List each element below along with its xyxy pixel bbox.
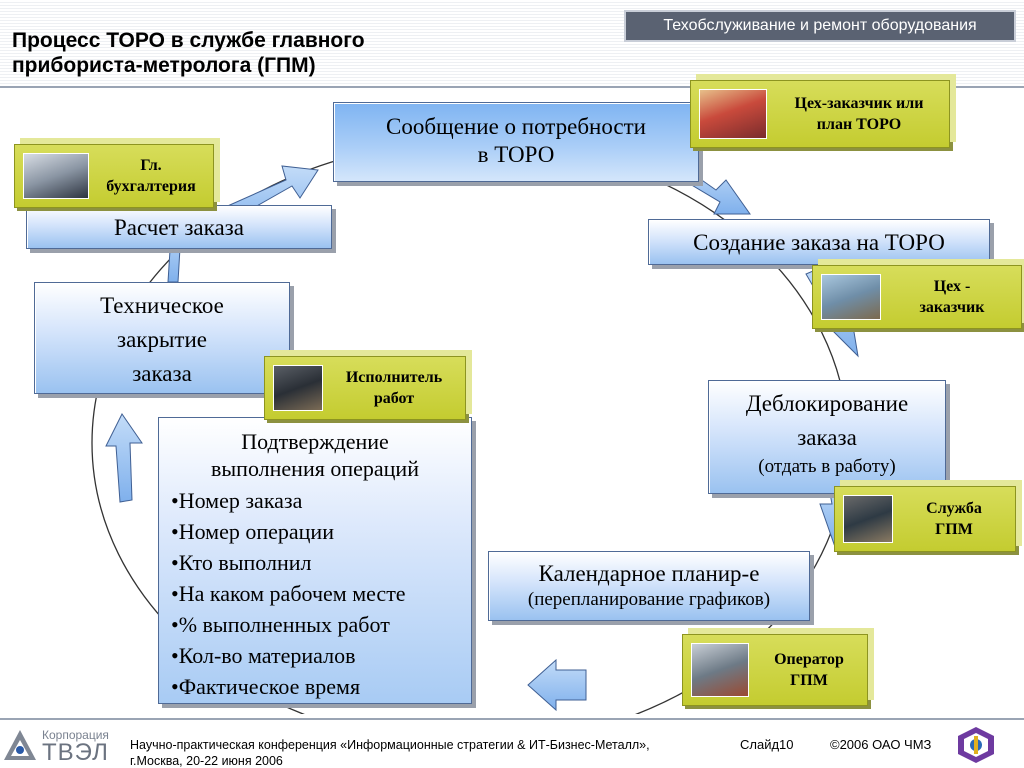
conference-line1: Научно-практическая конференция «Информа… <box>130 738 650 752</box>
list-item: На каком рабочем месте <box>171 578 471 609</box>
role-gpm-service-line1: Служба <box>926 500 982 517</box>
list-item: Номер заказа <box>171 485 471 516</box>
role-work-executor[interactable]: Исполнитель работ <box>264 356 466 420</box>
slide-title-line2: прибориста-метролога (ГПМ) <box>12 54 316 77</box>
list-item: Кол-во материалов <box>171 640 471 671</box>
list-item: Номер операции <box>171 516 471 547</box>
role-workshop-customer[interactable]: Цех - заказчик <box>812 265 1022 329</box>
process-order-calculation[interactable]: Расчет заказа <box>26 205 332 249</box>
slide-title: Процесс ТОРО в службе главного приборист… <box>12 28 572 78</box>
logo-caption: Корпорация <box>42 728 109 742</box>
arrow-planning-to-confirm <box>527 658 587 712</box>
role-gpm-operator-text: Оператор ГПМ <box>755 635 863 705</box>
unlock-line2: заказа <box>797 425 857 450</box>
create-order-label: Создание заказа на ТОРО <box>693 230 945 255</box>
copyright: ©2006 ОАО ЧМЗ <box>830 737 932 752</box>
operator-photo-icon <box>691 643 749 697</box>
role-gpm-operator[interactable]: Оператор ГПМ <box>682 634 868 706</box>
unlock-line1: Деблокирование <box>745 391 909 416</box>
role-customer-line1: Цех-заказчик или <box>794 95 924 112</box>
tech-close-line1: Техническое <box>100 293 224 318</box>
list-item: % выполненных работ <box>171 609 471 640</box>
confirm-heading-line1: Подтверждение <box>241 429 389 454</box>
role-gpm-operator-line1: Оператор <box>774 651 844 668</box>
arrow-confirm-to-close <box>105 413 143 503</box>
role-workshop-line2: заказчик <box>919 299 985 316</box>
role-executor-line2: работ <box>373 390 415 407</box>
worker-photo-icon <box>699 89 767 139</box>
conference-info: Научно-практическая конференция «Информа… <box>130 737 730 768</box>
tech-close-line2: закрытие <box>117 327 207 352</box>
gpm-service-photo-icon <box>843 495 893 543</box>
process-need-message[interactable]: Сообщение о потребности в ТОРО <box>333 102 699 182</box>
role-gpm-service-text: Служба ГПМ <box>897 487 1011 551</box>
role-executor-line1: Исполнитель <box>345 369 443 386</box>
footer: Корпорация ТВЭЛ Научно-практическая конф… <box>0 720 1024 768</box>
list-item: Фактическое время <box>171 671 471 702</box>
calc-order-label: Расчет заказа <box>114 215 244 240</box>
role-gpm-service-line2: ГПМ <box>935 521 973 538</box>
need-message-line2: в ТОРО <box>477 142 555 167</box>
planning-line1: Календарное планир-е <box>538 561 760 586</box>
list-item: Кто выполнил <box>171 547 471 578</box>
role-accounting-line1: Гл. <box>140 157 162 174</box>
slide-title-line1: Процесс ТОРО в службе главного <box>12 29 365 52</box>
confirm-items-list: Номер заказа Номер операции Кто выполнил… <box>159 482 471 702</box>
role-executor-text: Исполнитель работ <box>327 357 461 419</box>
role-chief-accounting[interactable]: Гл. бухгалтерия <box>14 144 214 208</box>
process-calendar-planning[interactable]: Календарное планир-е (перепланирование г… <box>488 551 810 621</box>
process-create-order[interactable]: Создание заказа на ТОРО <box>648 219 990 265</box>
role-customer-or-plan-text: Цех-заказчик или план ТОРО <box>773 81 945 147</box>
executor-photo-icon <box>273 365 323 411</box>
confirm-heading-line2: выполнения операций <box>211 456 419 481</box>
footer-divider <box>0 718 1024 720</box>
chmz-emblem-icon <box>958 727 994 763</box>
need-message-line1: Сообщение о потребности <box>386 114 646 139</box>
process-unlock-order[interactable]: Деблокирование заказа (отдать в работу) <box>708 380 946 494</box>
role-accounting-text: Гл. бухгалтерия <box>93 145 209 207</box>
role-workshop-line1: Цех - <box>933 278 971 295</box>
confirm-heading: Подтверждение выполнения операций <box>159 418 471 482</box>
role-gpm-operator-line2: ГПМ <box>790 672 828 689</box>
role-workshop-text: Цех - заказчик <box>887 266 1017 328</box>
accounting-photo-icon <box>23 153 89 199</box>
role-customer-line2: план ТОРО <box>816 116 902 133</box>
brand-tag: Техобслуживание и ремонт оборудования <box>624 10 1016 42</box>
process-technical-closure[interactable]: Техническое закрытие заказа <box>34 282 290 394</box>
tvel-logo-icon <box>4 730 36 760</box>
logo-wordmark: ТВЭЛ <box>42 739 109 766</box>
process-confirm-operations[interactable]: Подтверждение выполнения операций Номер … <box>158 417 472 704</box>
planning-sub: (перепланирование графиков) <box>527 589 771 610</box>
process-diagram: Сообщение о потребности в ТОРО Создание … <box>0 80 1024 714</box>
role-accounting-line2: бухгалтерия <box>106 178 196 195</box>
tech-close-line3: заказа <box>132 361 192 386</box>
workshop-photo-icon <box>821 274 881 320</box>
conference-line2: г.Москва, 20-22 июня 2006 <box>130 754 283 768</box>
slide-number: Слайд10 <box>740 737 794 752</box>
role-gpm-service[interactable]: Служба ГПМ <box>834 486 1016 552</box>
unlock-sub: (отдать в работу) <box>758 456 896 477</box>
header-divider <box>0 86 1024 88</box>
role-customer-or-plan[interactable]: Цех-заказчик или план ТОРО <box>690 80 950 148</box>
